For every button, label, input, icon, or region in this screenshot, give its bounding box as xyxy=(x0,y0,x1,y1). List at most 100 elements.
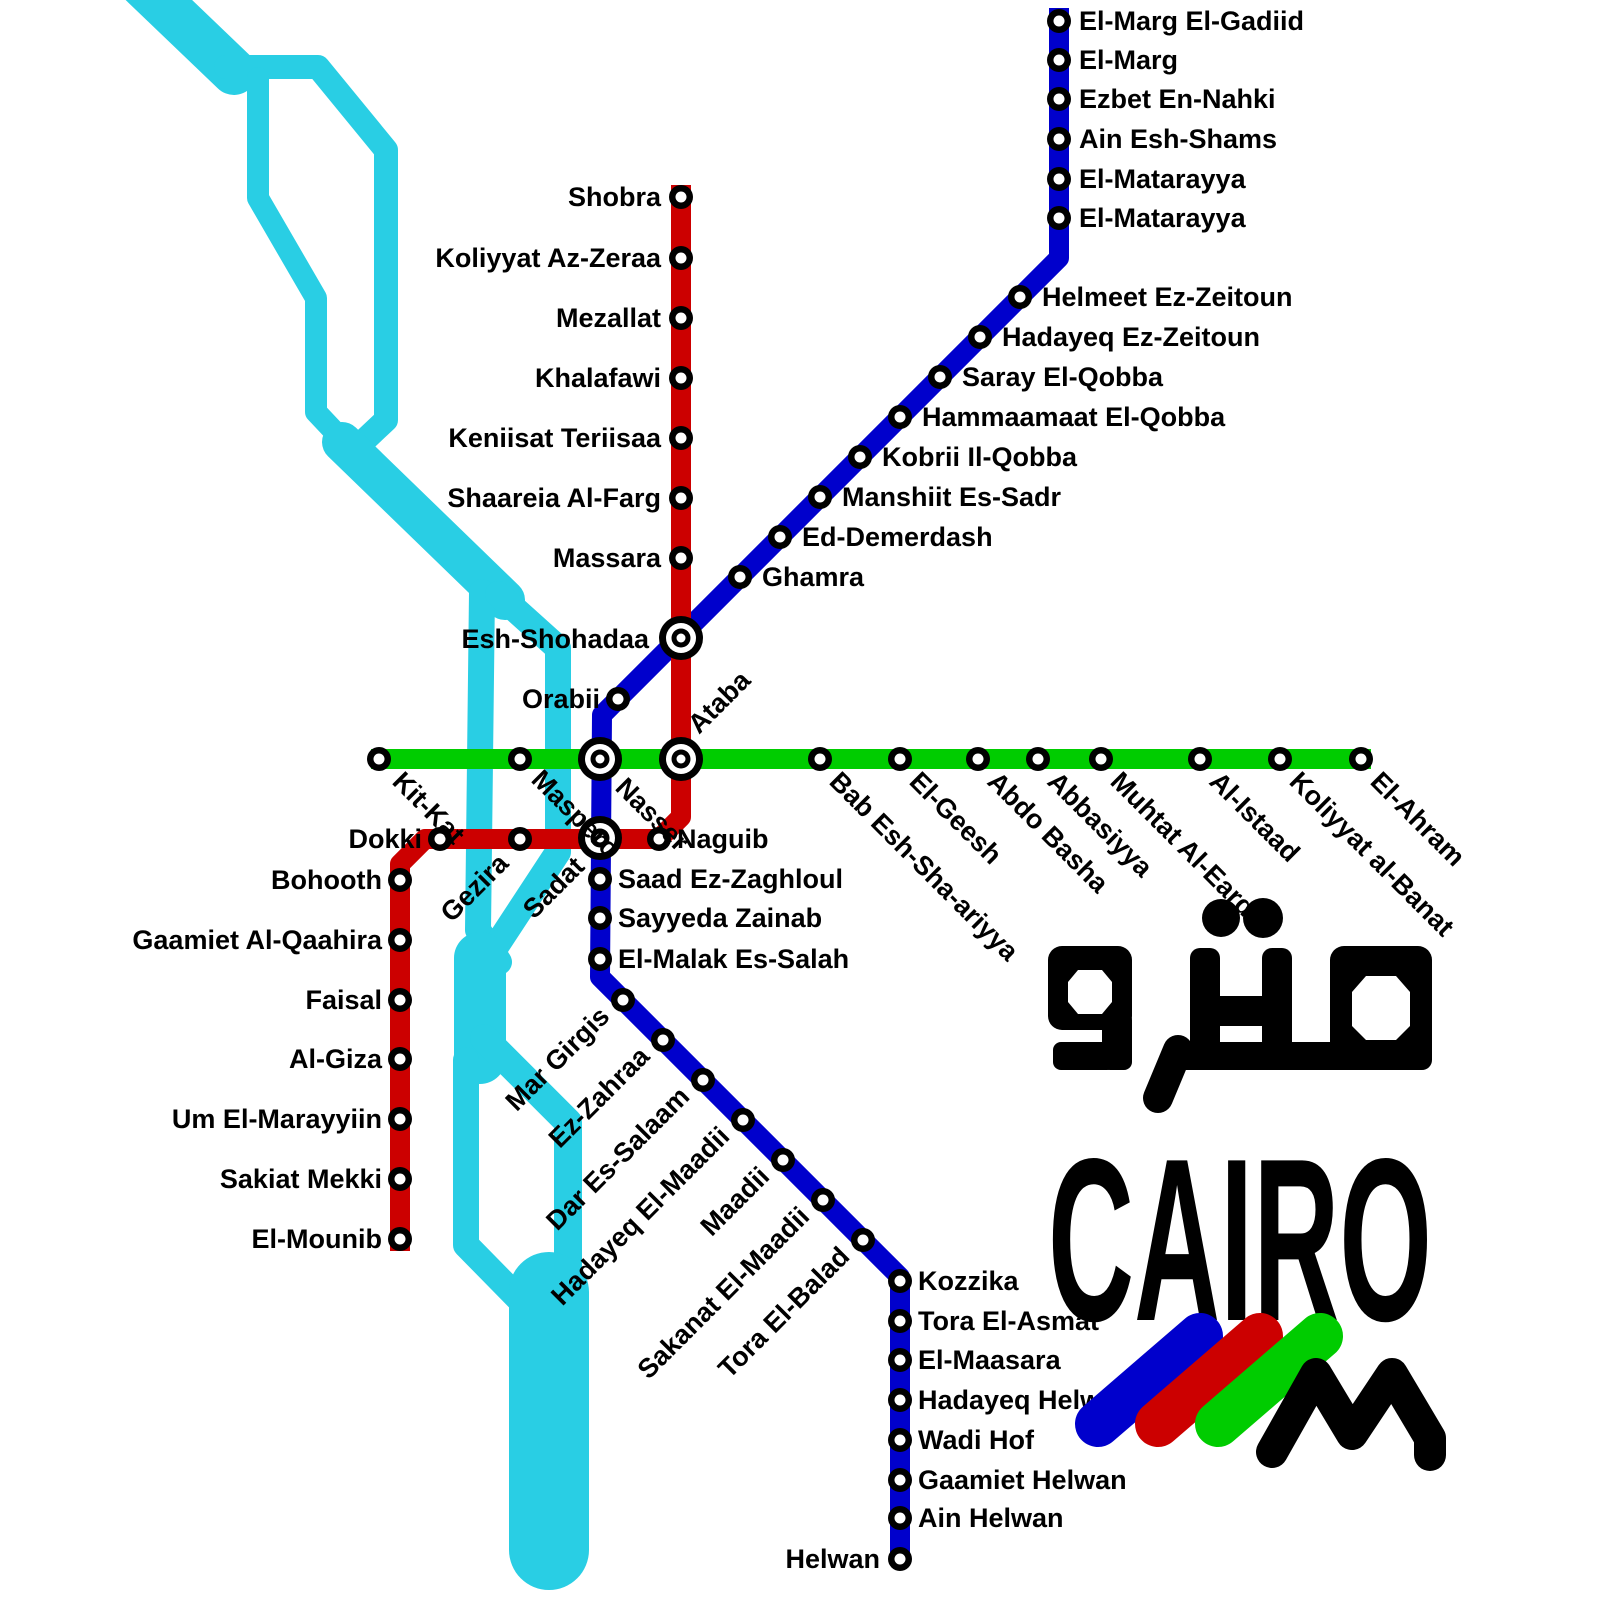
station-dot-maspero xyxy=(508,747,532,771)
river-segment-4 xyxy=(322,422,525,620)
station-label-el-matarayya: El-Matarayya xyxy=(1079,203,1247,233)
station-dot-mar-girgis xyxy=(611,988,635,1012)
river-segment-2 xyxy=(214,55,398,464)
station-label-kozzika: Kozzika xyxy=(918,1266,1020,1296)
station-label-esh-shohadaa: Esh-Shohadaa xyxy=(461,624,650,654)
station-dot-dokki xyxy=(428,827,452,851)
station-label-wadi-hof: Wadi Hof xyxy=(918,1425,1035,1455)
station-label-al-giza: Al-Giza xyxy=(289,1044,383,1074)
station-dot-helwan xyxy=(888,1547,912,1571)
station-dot-kozzika xyxy=(888,1269,912,1293)
station-dot-hadayeq-ez-zeitoun xyxy=(968,325,992,349)
station-dot-al-istaad xyxy=(1188,747,1212,771)
station-dot-sayyeda-zainab xyxy=(588,906,612,930)
station-label-ghamra: Ghamra xyxy=(762,562,865,592)
logo-stripe-green xyxy=(1195,1313,1343,1447)
station-label-el-marg: El-Marg xyxy=(1079,45,1178,75)
station-dot-el-marg-el-gadiid xyxy=(1047,9,1071,33)
station-dot-orabii xyxy=(606,687,630,711)
station-label-el-mounib: El-Mounib xyxy=(252,1224,382,1254)
station-label-tora-el-asmat: Tora El-Asmat xyxy=(918,1306,1099,1336)
station-dot-muhtat-al-eard xyxy=(1089,747,1113,771)
station-label-shaareia-al-farg: Shaareia Al-Farg xyxy=(447,483,661,513)
station-label-khalafawi: Khalafawi xyxy=(535,363,661,393)
station-dot-abdo-basha xyxy=(966,747,990,771)
station-dot-el-maasara xyxy=(888,1348,912,1372)
station-dot-hadayeq-el-maadii xyxy=(731,1108,755,1132)
station-label-helmeet-ez-zeitoun: Helmeet Ez-Zeitoun xyxy=(1042,282,1293,312)
station-dot-ataba xyxy=(659,737,703,781)
station-dot-ez-zahraa xyxy=(651,1028,675,1052)
station-dot-kit-kat xyxy=(367,747,391,771)
station-dot-bohooth xyxy=(388,868,412,892)
title-arabic xyxy=(1048,898,1432,1113)
station-label-hammaamaat-el-qobba: Hammaamaat El-Qobba xyxy=(922,402,1226,432)
station-dot-koliyyat-az-zeraa xyxy=(669,246,693,270)
logo-stripe-red xyxy=(1135,1313,1283,1447)
station-label-sayyeda-zainab: Sayyeda Zainab xyxy=(618,903,822,933)
station-label-koliyyat-az-zeraa: Koliyyat Az-Zeraa xyxy=(435,243,662,273)
river-segment-3 xyxy=(247,67,359,457)
station-label-manshiit-es-sadr: Manshiit Es-Sadr xyxy=(842,482,1062,512)
station-dot-sakiat-mekki xyxy=(388,1167,412,1191)
station-dot-saray-el-qobba xyxy=(928,365,952,389)
station-label-el-malak-es-salah: El-Malak Es-Salah xyxy=(618,944,849,974)
station-dot-bab-esh-sha-ariyya xyxy=(808,747,832,771)
station-dot-sadat xyxy=(578,816,622,860)
station-dot-sakanat-el-maadii xyxy=(811,1188,835,1212)
station-dot-mezallat xyxy=(669,306,693,330)
station-dot-el-geesh xyxy=(888,747,912,771)
station-dot-al-giza xyxy=(388,1047,412,1071)
river-segment-8 xyxy=(453,1047,533,1313)
station-dot-kobrii-il-qobba xyxy=(848,445,872,469)
station-dot-keniisat-teriisaa xyxy=(669,426,693,450)
logo-m-glyph xyxy=(1256,1358,1446,1471)
station-dot-maadii xyxy=(771,1148,795,1172)
station-label-ain-esh-shams: Ain Esh-Shams xyxy=(1079,124,1277,154)
station-label-gaamiet-helwan: Gaamiet Helwan xyxy=(918,1465,1127,1495)
station-dot-nasser xyxy=(578,737,622,781)
station-dot-esh-shohadaa xyxy=(659,616,703,660)
station-label-shobra: Shobra xyxy=(568,182,662,212)
station-dot-ain-helwan xyxy=(888,1506,912,1530)
station-label-orabii: Orabii xyxy=(522,684,600,714)
station-dot-shaareia-al-farg xyxy=(669,486,693,510)
station-dot-ain-esh-shams xyxy=(1047,127,1071,151)
station-label-maadii: Maadii xyxy=(695,1161,776,1242)
station-dot-hammaamaat-el-qobba xyxy=(888,405,912,429)
station-dot-tora-el-balad xyxy=(851,1228,875,1252)
station-dot-naguib xyxy=(647,827,671,851)
station-label-saray-el-qobba: Saray El-Qobba xyxy=(962,362,1164,392)
station-dot-el-matarayya xyxy=(1047,206,1071,230)
station-dot-manshiit-es-sadr xyxy=(808,485,832,509)
station-label-helwan: Helwan xyxy=(785,1544,880,1574)
station-dot-el-ahram xyxy=(1349,747,1373,771)
station-label-ataba: Ataba xyxy=(682,664,757,739)
stations xyxy=(367,9,1373,1571)
station-dot-el-matarayya xyxy=(1047,167,1071,191)
station-label-el-marg-el-gadiid: El-Marg El-Gadiid xyxy=(1079,6,1304,36)
station-label-ed-demerdash: Ed-Demerdash xyxy=(802,522,993,552)
station-dot-shobra xyxy=(669,185,693,209)
station-dot-el-marg xyxy=(1047,48,1071,72)
station-label-dokki: Dokki xyxy=(348,824,422,854)
station-dot-dar-es-salaam xyxy=(691,1068,715,1092)
river-segment-9 xyxy=(470,1024,582,1306)
station-dot-hadayeq-helwan xyxy=(888,1388,912,1412)
river-segment-1 xyxy=(125,0,257,95)
station-label-gaamiet-al-qaahira: Gaamiet Al-Qaahira xyxy=(132,925,383,955)
station-dot-um-el-marayyiin xyxy=(388,1107,412,1131)
station-dot-helmeet-ez-zeitoun xyxy=(1008,285,1032,309)
station-dot-el-mounib xyxy=(388,1227,412,1251)
station-dot-el-malak-es-salah xyxy=(588,947,612,971)
station-dot-gaamiet-helwan xyxy=(888,1468,912,1492)
station-label-bohooth: Bohooth xyxy=(271,865,382,895)
station-label-kobrii-il-qobba: Kobrii Il-Qobba xyxy=(882,442,1078,472)
station-dot-khalafawi xyxy=(669,366,693,390)
metro-logo xyxy=(1075,1313,1446,1471)
station-dot-ezbet-en-nahki xyxy=(1047,87,1071,111)
station-dot-ed-demerdash xyxy=(768,525,792,549)
station-label-naguib: Naguib xyxy=(677,824,769,854)
station-label-massara: Massara xyxy=(553,543,662,573)
